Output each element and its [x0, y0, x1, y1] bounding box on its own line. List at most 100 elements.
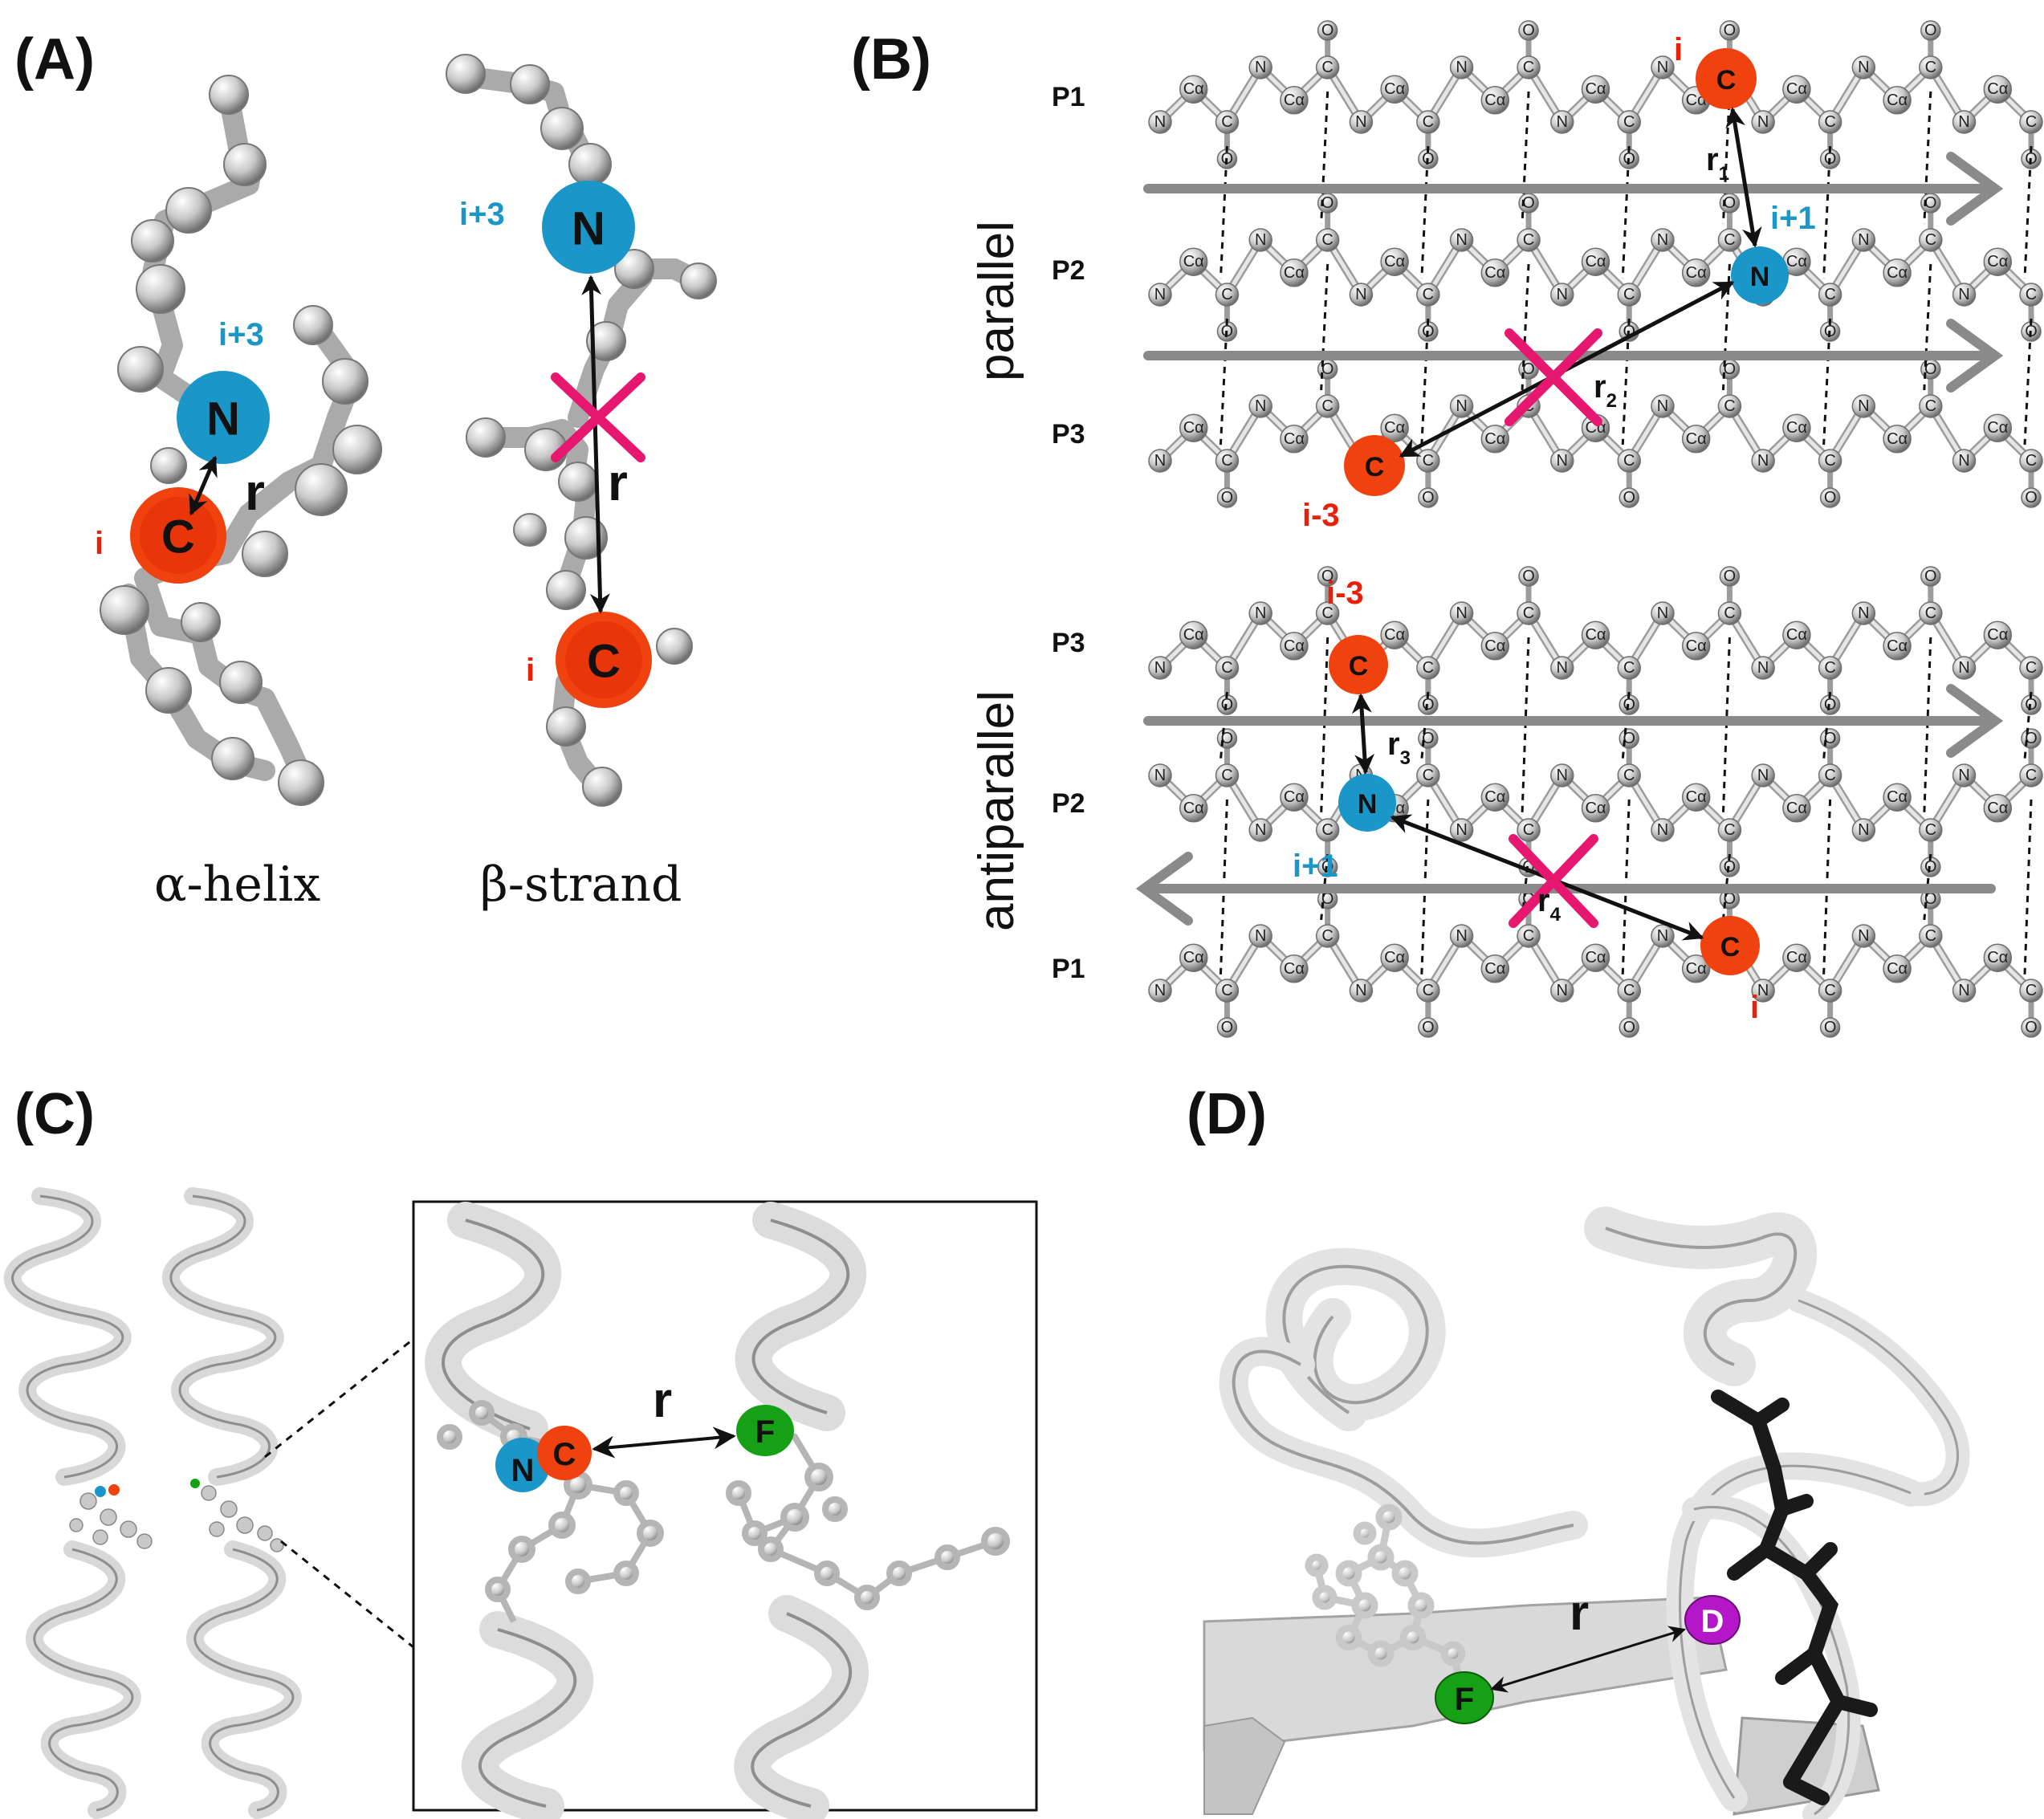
helix-c-index: i [95, 526, 104, 561]
backbone-atom-label: N [1757, 982, 1769, 999]
backbone-atom [1919, 924, 1943, 948]
two-helix-overview [3, 1187, 302, 1819]
backbone-atom [1280, 86, 1309, 115]
backbone-atom [1581, 75, 1610, 104]
strand-r-arrow [581, 275, 610, 614]
backbone-atom-label: C [1221, 113, 1232, 131]
backbone-atom [1883, 86, 1912, 115]
backbone-atom [1248, 818, 1272, 842]
oxygen-atom-label: O [1924, 360, 1937, 378]
backbone-atom-label: Cα [1987, 253, 2008, 271]
hydrogen-bond [2023, 318, 2033, 446]
oxygen-atom [1920, 20, 1941, 41]
backbone-atom [1751, 656, 1775, 680]
backbone-atom-label: Cα [1585, 626, 1606, 644]
parallel-n-atom-p2: N [1731, 246, 1789, 304]
backbone-atom [1280, 258, 1309, 287]
backbone-atom-label: N [1154, 659, 1166, 677]
backbone-atom-label: N [1858, 397, 1869, 415]
backbone-atom-label: N [1557, 767, 1568, 784]
helix-c-atom: C [130, 487, 226, 584]
parallel-sheet: NCαOCNCαOCNCαOCNCαOCNCαOCNCαOCNCαOCNCαOC… [1148, 20, 2043, 508]
backbone-atom [1952, 110, 1977, 134]
oxygen-atom [1216, 1017, 1238, 1038]
hydrogen-bond [1320, 91, 1329, 225]
backbone-atom-label: C [1423, 659, 1434, 677]
backbone-atom [1952, 763, 1977, 787]
backbone-atom [1550, 110, 1574, 134]
d-r-label: r [1570, 1585, 1589, 1641]
oxygen-atom [1719, 566, 1741, 587]
svg-text:N: N [572, 203, 605, 255]
backbone-atom-label: Cα [1686, 637, 1707, 655]
backbone-atom [1782, 943, 1811, 972]
backbone-atom-label: N [1657, 927, 1668, 945]
backbone-atom-label: Cα [1484, 92, 1505, 109]
backbone-atom-label: C [2026, 452, 2037, 470]
hydrogen-bond [1420, 145, 1430, 279]
oxygen-atom-label: O [1824, 1019, 1837, 1036]
oxygen-atom-label: O [1422, 1019, 1435, 1036]
antiparallel-sheet: NCαOCNCαOCNCαOCNCαOCNCαOCNCαOCNCαOCNCαOC… [1148, 566, 2043, 1038]
oxygen-atom-label: O [1321, 22, 1334, 39]
backbone-atom-label: Cα [1887, 637, 1908, 655]
backbone-atom [1248, 55, 1272, 79]
oxygen-atom [2021, 1017, 2042, 1038]
parallel-n-index: i+1 [1770, 201, 1816, 236]
backbone-atom-label: N [1154, 113, 1166, 131]
backbone-atom-label: C [2026, 767, 2037, 784]
backbone-atom [1315, 394, 1340, 418]
backbone-atom [1617, 110, 1641, 134]
backbone-atom-label: N [1557, 659, 1568, 677]
backbone-atom-label: N [1557, 286, 1568, 303]
backbone-atom-label: C [1221, 767, 1232, 784]
antiparallel-strand-label-2: P2 [1052, 788, 1085, 819]
oxygen-atom [1317, 20, 1338, 41]
backbone-atom-label: N [1958, 767, 1969, 784]
backbone-atom [1952, 449, 1977, 473]
antiparallel-n-index: i+1 [1293, 848, 1338, 884]
oxygen-atom-label: O [1321, 360, 1334, 378]
backbone-atom [1480, 86, 1510, 115]
backbone-atom [1315, 601, 1340, 625]
backbone-atom [1148, 283, 1172, 307]
backbone-atom-label: C [1824, 113, 1835, 131]
antiparallel-cross-mark [1509, 834, 1598, 928]
backbone-atom [1416, 979, 1440, 1003]
backbone-atom-label: C [1423, 286, 1434, 303]
backbone-atom-label: Cα [1384, 419, 1405, 437]
backbone-atom [1818, 449, 1842, 473]
oxygen-atom-label: O [2025, 1019, 2038, 1036]
backbone-atom-label: C [1523, 927, 1534, 945]
backbone-atom [2019, 110, 2043, 134]
strand-n-atom: N [542, 181, 635, 274]
backbone-atom-label: C [1423, 452, 1434, 470]
backbone-atom-label: C [2026, 659, 2037, 677]
parallel-r1-label: r1 [1706, 142, 1729, 185]
backbone-atom [1782, 621, 1811, 649]
backbone-atom-label: N [1557, 113, 1568, 131]
backbone-atom-label: C [1925, 397, 1936, 415]
svg-text:N: N [206, 393, 240, 446]
backbone-atom [1681, 783, 1711, 812]
backbone-atom-label: N [1757, 113, 1769, 131]
backbone-atom [1851, 818, 1876, 842]
backbone-atom-label: Cα [1987, 80, 2008, 98]
backbone-atom-label: C [1523, 59, 1534, 76]
oxygen-atom-label: O [1422, 489, 1435, 507]
helix-n-atom: N [177, 371, 270, 464]
backbone-atom-label: C [1623, 982, 1635, 999]
backbone-atom-label: C [2026, 113, 2037, 131]
backbone-atom [1550, 979, 1574, 1003]
backbone-atom-label: Cα [1183, 419, 1204, 437]
backbone-atom [1280, 425, 1309, 454]
backbone-atom [1851, 924, 1876, 948]
backbone-atom-label: Cα [1183, 80, 1204, 98]
backbone-atom-label: C [1623, 767, 1635, 784]
backbone-atom-label: C [1724, 231, 1735, 249]
backbone-atom [1517, 55, 1541, 79]
backbone-atom [1581, 247, 1610, 276]
backbone-atom-label: C [1925, 59, 1936, 76]
backbone-atom [1179, 621, 1208, 649]
backbone-atom-label: N [1456, 397, 1467, 415]
